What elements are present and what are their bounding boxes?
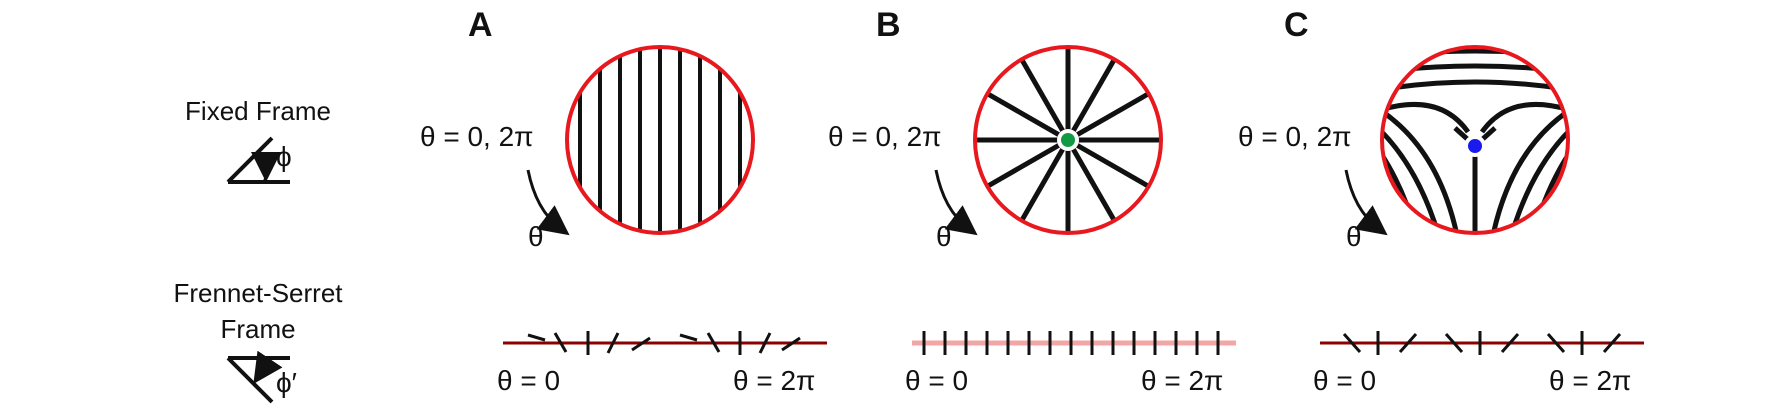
fixed-frame-phi: ϕ — [276, 141, 292, 172]
panel-c-strip — [1320, 331, 1644, 355]
fixed-frame-label: Fixed Frame — [185, 96, 331, 126]
fixed-frame-label-group: Fixed Frame ϕ — [185, 96, 331, 184]
panel-a-direction-arrow — [526, 169, 570, 236]
panel-a-letter: A — [468, 6, 493, 44]
fs-frame-label-line2: Frame — [220, 314, 295, 344]
panel-a-field-lines — [578, 47, 742, 233]
panel-b-field-lines — [975, 47, 1161, 233]
panel-c: C θ = 0, 2π θ̂ — [1238, 6, 1644, 396]
panel-c-bottom-left: θ = 0 — [1313, 365, 1376, 396]
panel-c-theta-hat: θ̂ — [1346, 221, 1367, 252]
panel-a-strip — [503, 331, 827, 355]
panel-c-defect-dot — [1468, 139, 1482, 153]
panel-b-theta-hat: θ̂ — [936, 221, 957, 252]
panel-c-theta-label: θ = 0, 2π — [1238, 121, 1352, 152]
panel-b-letter: B — [876, 6, 901, 44]
panel-b-bottom-left: θ = 0 — [905, 365, 968, 396]
panel-c-direction-arrow — [1344, 169, 1388, 236]
panel-a: A θ = 0, 2π θ̂ θ — [420, 6, 827, 396]
fs-frame-label-line1: Frennet-Serret — [173, 278, 343, 308]
panel-b-direction-arrow — [934, 169, 978, 236]
panel-b-strip — [912, 331, 1236, 355]
fs-frame-label-group: Frennet-Serret Frame ϕ′ — [173, 278, 343, 404]
fixed-frame-angle-icon — [226, 136, 290, 184]
fs-frame-angle-icon — [226, 350, 290, 404]
panel-c-letter: C — [1284, 6, 1309, 44]
panel-a-circle — [565, 45, 755, 235]
panel-b-theta-label: θ = 0, 2π — [828, 121, 942, 152]
panel-b-circle — [973, 45, 1163, 235]
panel-c-bottom-right: θ = 2π — [1549, 365, 1631, 396]
panel-a-bottom-right: θ = 2π — [733, 365, 815, 396]
panel-a-bottom-left: θ = 0 — [497, 365, 560, 396]
panel-c-circle — [1380, 45, 1570, 235]
panel-a-theta-hat: θ̂ — [528, 221, 549, 252]
panel-b-defect-dot — [1061, 133, 1075, 147]
panel-a-theta-label: θ = 0, 2π — [420, 121, 534, 152]
fs-frame-phi-prime: ϕ′ — [276, 367, 297, 398]
panel-b: B θ = 0, 2π θ̂ — [828, 6, 1236, 396]
panel-b-bottom-right: θ = 2π — [1141, 365, 1223, 396]
